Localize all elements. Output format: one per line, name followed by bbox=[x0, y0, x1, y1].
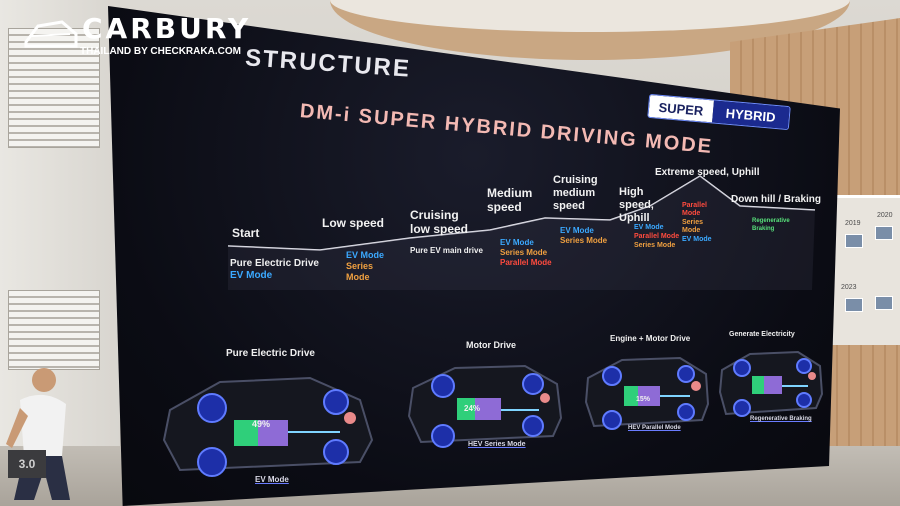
mode-label: Pure EV main drive bbox=[410, 246, 483, 255]
drive-caption: HEV Parallel Mode bbox=[628, 425, 681, 431]
watermark-tagline: THAILAND BY CHECKRAKA.COM bbox=[80, 46, 241, 57]
battery-level: 15% bbox=[636, 396, 651, 403]
battery-level: 24% bbox=[464, 404, 481, 413]
speed-curve-line bbox=[227, 175, 816, 251]
mode-label: Series Mode bbox=[634, 242, 676, 249]
mode-label: Series Mode bbox=[500, 248, 548, 257]
battery-level: 49% bbox=[252, 419, 271, 429]
mode-label: EV Mode bbox=[560, 226, 594, 235]
speed-curve-fill bbox=[228, 176, 815, 290]
timeline-year: 2019 bbox=[845, 220, 861, 227]
mode-label: EV Mode bbox=[682, 236, 712, 243]
mode-label: Parallel Mode bbox=[634, 233, 680, 240]
car-diagram-ev bbox=[162, 376, 374, 477]
stage-cruising-low: Cruising low speed bbox=[410, 208, 469, 236]
drive-caption: EV Mode bbox=[255, 475, 289, 484]
mode-label: Regenerative bbox=[752, 218, 790, 224]
wall-vent bbox=[8, 28, 100, 148]
car-diagram-parallel bbox=[584, 356, 710, 430]
timeline-photo bbox=[845, 234, 863, 248]
mode-label: EV Mode bbox=[346, 250, 385, 260]
timeline-photo bbox=[875, 226, 893, 240]
mode-label: Parallel bbox=[682, 202, 707, 209]
drive-caption: HEV Series Mode bbox=[468, 441, 526, 448]
stage-low-speed: Low speed bbox=[322, 216, 385, 230]
mode-label: EV Mode bbox=[230, 270, 273, 281]
stage-cruising-medium: Cruising medium speed bbox=[553, 174, 598, 212]
mode-label: Series bbox=[682, 219, 704, 226]
timeline-year: 2023 bbox=[841, 284, 857, 291]
timeline-photo bbox=[845, 298, 863, 312]
stage-start: Start bbox=[232, 226, 260, 240]
mode-label: EV Mode bbox=[500, 238, 534, 247]
floor-sign: 3.0 bbox=[8, 450, 46, 478]
car-diagram-series bbox=[407, 364, 563, 448]
mode-label: Mode bbox=[682, 210, 701, 217]
mode-label: EV Mode bbox=[634, 224, 664, 231]
drive-title: Pure Electric Drive bbox=[226, 348, 315, 359]
drive-title: Motor Drive bbox=[466, 340, 517, 350]
stage-high-speed: High speed, Uphill bbox=[619, 186, 654, 224]
car-diagram-regen bbox=[718, 350, 824, 417]
timeline-photo bbox=[875, 296, 893, 310]
mode-label: Pure Electric Drive bbox=[230, 258, 319, 269]
wall-vent bbox=[8, 290, 100, 370]
person-crouching bbox=[6, 368, 70, 500]
mode-label: Braking bbox=[752, 226, 775, 232]
stage-extreme-speed: Extreme speed, Uphill bbox=[655, 167, 760, 178]
drive-title: Generate Electricity bbox=[729, 331, 795, 338]
mode-label: Series Mode bbox=[560, 236, 608, 245]
mode-label: Series bbox=[346, 261, 374, 271]
stage-down-hill: Down hill / Braking bbox=[731, 194, 822, 205]
drive-title: Engine + Motor Drive bbox=[610, 334, 691, 343]
drive-caption: Regenerative Braking bbox=[750, 416, 812, 422]
mode-label: Mode bbox=[682, 227, 701, 234]
stage-medium-speed: Medium speed bbox=[487, 186, 533, 214]
timeline-year: 2020 bbox=[877, 212, 893, 219]
watermark-brand: CARBURY bbox=[82, 12, 252, 45]
car-logo-icon bbox=[24, 20, 78, 48]
mode-label: Parallel Mode bbox=[500, 258, 552, 267]
mode-label: Mode bbox=[346, 272, 370, 282]
